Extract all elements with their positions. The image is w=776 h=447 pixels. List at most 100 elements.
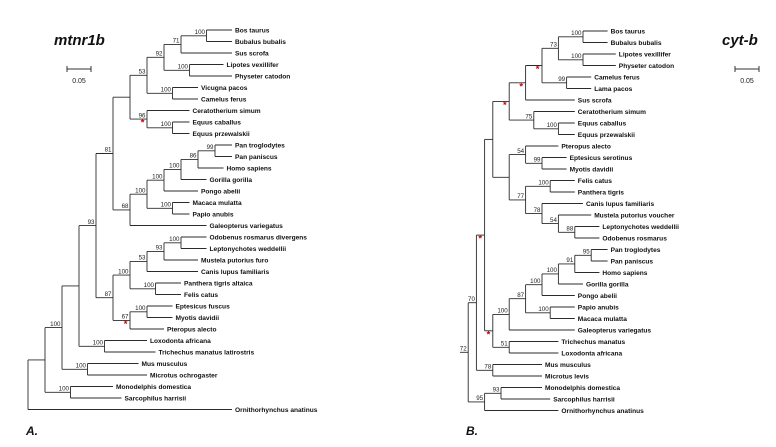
taxon-label: Ornithorhynchus anatinus: [561, 408, 644, 415]
taxon-label: Bubalus bubalis: [611, 40, 662, 47]
support-value: 100: [118, 268, 129, 275]
taxon-label: Equus przewalskii: [578, 132, 635, 139]
support-value: 87: [517, 292, 524, 299]
taxon-label: Lipotes vexillifer: [619, 51, 671, 58]
support-value: 91: [566, 257, 573, 264]
support-value: 100: [144, 282, 155, 289]
support-value: 75: [525, 113, 532, 120]
taxon-label: Odobenus rosmarus: [602, 235, 667, 242]
support-value: 100: [547, 267, 558, 274]
support-value: 86: [190, 153, 197, 160]
support-value: 68: [122, 203, 129, 210]
support-value: 93: [156, 245, 163, 252]
taxon-label: Macaca mulatta: [578, 316, 627, 323]
support-value: 78: [534, 207, 541, 214]
support-value: 100: [547, 122, 558, 129]
taxon-label: Pteropus alecto: [561, 143, 610, 150]
support-value: 100: [195, 29, 206, 36]
support-value: 95: [583, 248, 590, 255]
taxon-label: Leptonychotes weddellii: [210, 246, 287, 253]
scale-value-b: 0.05: [740, 78, 754, 85]
taxon-label: Microtus levis: [545, 373, 589, 380]
support-value: 53: [139, 255, 146, 262]
taxon-label: Lipotes vexillifer: [227, 62, 279, 69]
support-value: 100: [76, 362, 87, 369]
taxon-label: Canis lupus familiaris: [201, 269, 269, 276]
taxon-label: Myotis davidii: [176, 315, 220, 322]
selection-marker: *: [141, 118, 145, 129]
taxon-label: Papio anubis: [578, 304, 619, 311]
support-value: 73: [550, 42, 557, 49]
taxon-label: Vicugna pacos: [201, 85, 248, 92]
taxon-label: Bos taurus: [611, 28, 646, 35]
support-value: 72: [460, 346, 467, 353]
taxon-label: Galeopterus variegatus: [210, 223, 284, 230]
selection-marker: *: [478, 234, 482, 245]
support-value: 100: [50, 321, 61, 328]
taxon-label: Felis catus: [578, 178, 612, 185]
taxon-label: Homo sapiens: [602, 270, 647, 277]
taxon-label: Ceratotherium simum: [193, 108, 261, 115]
taxon-label: Bos taurus: [235, 27, 270, 34]
taxon-label: Pteropus alecto: [167, 326, 216, 333]
support-value: 96: [139, 112, 146, 119]
scale-bar-b: 0.05: [730, 60, 764, 85]
support-value: 93: [88, 219, 95, 226]
taxon-label: Mustela putorius furo: [201, 257, 268, 264]
taxon-label: Mustela putorius voucher: [594, 212, 675, 219]
taxon-label: Microtus ochrogaster: [150, 372, 218, 379]
panel-caption-b: B.: [466, 424, 478, 438]
support-value: 93: [493, 386, 500, 393]
support-value: 81: [105, 147, 112, 154]
support-value: 95: [476, 395, 483, 402]
support-value: 99: [207, 144, 214, 151]
support-value: 99: [558, 76, 565, 83]
taxon-label: Felis catus: [184, 292, 218, 299]
panel-caption-a: A.: [26, 424, 38, 438]
scale-bar-icon: [66, 66, 92, 72]
taxon-label: Eptesicus serotinus: [570, 155, 633, 162]
taxon-label: Mus musculus: [142, 361, 188, 368]
taxon-label: Panthera tigris altaica: [184, 280, 253, 287]
support-value: 100: [152, 173, 163, 180]
taxon-label: Sus scrofa: [235, 50, 269, 57]
taxon-label: Pan troglodytes: [235, 142, 285, 149]
taxon-label: Equus caballus: [578, 120, 627, 127]
support-value: 100: [497, 308, 508, 315]
support-value: 100: [169, 163, 180, 170]
support-value: 78: [484, 363, 491, 370]
support-value: 99: [534, 156, 541, 163]
support-value: 100: [538, 306, 549, 313]
selection-marker: *: [124, 319, 128, 330]
taxon-label: Ceratotherium simum: [578, 109, 646, 116]
support-value: 100: [571, 53, 582, 60]
support-value: 100: [169, 236, 180, 243]
support-value: 67: [122, 314, 129, 321]
support-value: 100: [135, 305, 146, 312]
support-value: 53: [139, 69, 146, 76]
support-value: 100: [93, 339, 104, 346]
support-value: 54: [550, 217, 557, 224]
support-value: 100: [59, 385, 70, 392]
support-value: 51: [501, 340, 508, 347]
taxon-label: Sus scrofa: [578, 97, 612, 104]
scale-bar-icon: [734, 66, 760, 72]
support-value: 100: [571, 30, 582, 37]
scale-value-a: 0.05: [72, 78, 86, 85]
selection-marker: *: [503, 100, 507, 111]
support-value: 100: [538, 179, 549, 186]
gene-label-mtnr1b: mtnr1b: [54, 32, 105, 49]
taxon-label: Sarcophilus harrisii: [553, 396, 615, 403]
taxon-label: Equus przewalskii: [193, 131, 250, 138]
support-value: 100: [178, 64, 189, 71]
selection-marker: *: [519, 81, 523, 92]
taxon-label: Bubalus bubalis: [235, 39, 286, 46]
taxon-label: Papio anubis: [193, 211, 234, 218]
taxon-label: Mus musculus: [545, 362, 591, 369]
support-value: 88: [566, 225, 573, 232]
taxon-label: Trichechus manatus latirostris: [159, 349, 255, 356]
support-value: 100: [161, 121, 172, 128]
scale-bar-a: 0.05: [62, 60, 96, 85]
taxon-label: Myotis davidii: [570, 166, 614, 173]
